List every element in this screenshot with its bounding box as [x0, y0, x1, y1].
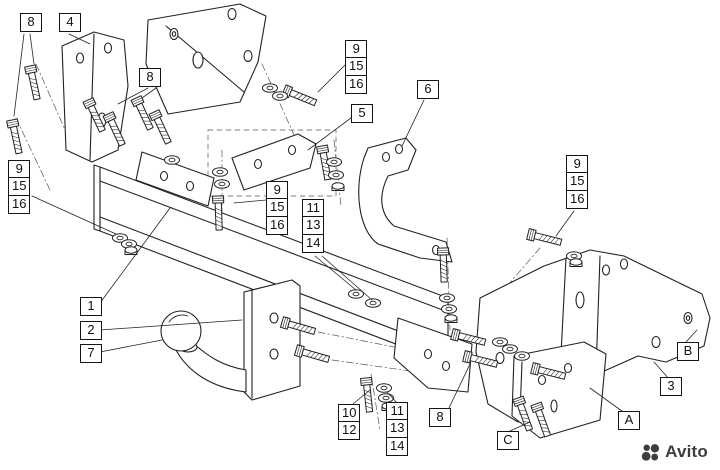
callout-11-13-14-middle: 11 13 14	[302, 199, 325, 253]
callout-label: 13	[386, 419, 409, 439]
callout-label: 11	[302, 199, 325, 218]
callout-label: 5	[351, 104, 373, 123]
callout-label: 16	[566, 189, 589, 209]
watermark: Avito	[641, 442, 708, 462]
callout-label: C	[497, 431, 519, 450]
callout-label: 1	[80, 297, 102, 316]
callout-label: A	[618, 411, 640, 430]
watermark-text: Avito	[665, 442, 708, 461]
callout-label: 15	[266, 198, 289, 218]
callout-label: 8	[139, 68, 161, 87]
callout-10-12: 10 12	[338, 404, 361, 441]
callout-8-top-left: 8	[20, 13, 42, 32]
callout-7: 7	[80, 344, 102, 363]
callout-9-15-16-middle: 9 15 16	[266, 181, 289, 235]
callout-9-15-16-top: 9 15 16	[345, 40, 368, 94]
callout-label: 12	[338, 421, 361, 441]
callout-label: 15	[566, 172, 589, 192]
callout-label: 11	[386, 402, 409, 421]
leader-lines	[13, 33, 698, 432]
side-bracket-top	[145, 3, 267, 115]
callout-label: 13	[302, 216, 325, 236]
towball	[160, 310, 247, 393]
callout-5: 5	[351, 104, 373, 123]
bracket-5	[231, 133, 317, 191]
callout-8-bottom: 8	[429, 408, 451, 427]
callout-3: 3	[660, 377, 682, 396]
callout-label: 4	[59, 13, 81, 32]
callout-8-upper: 8	[139, 68, 161, 87]
callout-1: 1	[80, 297, 102, 316]
callout-label: 15	[345, 57, 368, 77]
callout-4: 4	[59, 13, 81, 32]
callout-label: 14	[302, 233, 325, 253]
callout-label: 8	[429, 408, 451, 427]
callout-label: 9	[566, 155, 589, 174]
avito-logo-icon	[641, 443, 660, 462]
callout-2: 2	[80, 321, 102, 340]
callout-label: 15	[8, 177, 31, 197]
callout-9-15-16-right: 9 15 16	[566, 155, 589, 209]
callout-label: 16	[8, 194, 31, 214]
callout-label: 14	[386, 436, 409, 456]
callout-label: 16	[266, 215, 289, 235]
beam-end-bracket	[393, 317, 473, 393]
callout-B: B	[677, 342, 699, 361]
callout-label: 9	[345, 40, 368, 59]
callout-6: 6	[417, 80, 439, 99]
alignment-lines	[15, 63, 561, 431]
callout-label: 10	[338, 404, 361, 423]
callout-label: B	[677, 342, 699, 361]
callout-label: 16	[345, 74, 368, 94]
callout-A: A	[618, 411, 640, 430]
callout-label: 7	[80, 344, 102, 363]
callout-label: 6	[417, 80, 439, 99]
callout-11-13-14-bottom: 11 13 14	[386, 402, 409, 456]
callout-label: 2	[80, 321, 102, 340]
callout-label: 3	[660, 377, 682, 396]
callout-label: 8	[20, 13, 42, 32]
callout-C: C	[497, 431, 519, 450]
callout-label: 9	[8, 160, 31, 179]
callout-9-15-16-left: 9 15 16	[8, 160, 31, 214]
bracket-6	[358, 137, 453, 263]
crossbar-beam	[93, 151, 449, 365]
mounting-plate	[243, 279, 301, 401]
callout-label: 9	[266, 181, 289, 200]
